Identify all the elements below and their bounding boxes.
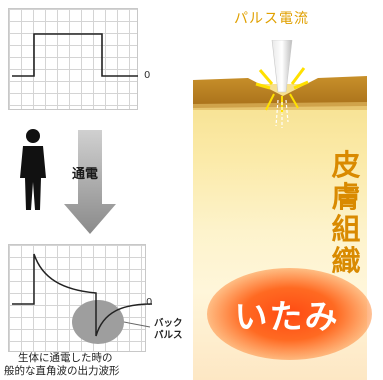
current-label: 通電 [72, 167, 99, 182]
tissue-char-1: 皮 [331, 148, 361, 182]
pulse-current-title: パルス電流 [234, 11, 309, 27]
back-pulse-label: バック パルス [154, 318, 183, 342]
waveform-caption: 生体に通電した時の 般的な直角波の出力波形 [4, 352, 120, 378]
top-waveform-grid [8, 8, 138, 110]
electrode-icon [255, 40, 309, 128]
tissue-char-3: 組 [331, 212, 361, 246]
person-icon [20, 129, 46, 210]
top-zero-label: 0 [144, 70, 151, 81]
down-arrow-icon [64, 130, 116, 234]
back-pulse-highlight [72, 300, 124, 344]
caption-line-2: 般的な直角波の出力波形 [4, 365, 120, 377]
decay-wave [12, 253, 153, 344]
back-pulse-line-1: バック [154, 318, 183, 329]
skin-surface [193, 76, 367, 110]
bottom-zero-label: 0 [146, 297, 153, 308]
caption-line-1: 生体に通電した時の [18, 352, 113, 364]
tissue-char-4: 織 [331, 244, 361, 278]
back-pulse-line-2: パルス [154, 330, 183, 341]
tissue-char-2: 膚 [331, 180, 361, 214]
pain-glow [207, 268, 372, 360]
square-wave [12, 33, 138, 77]
pain-label: いたみ [234, 297, 340, 336]
